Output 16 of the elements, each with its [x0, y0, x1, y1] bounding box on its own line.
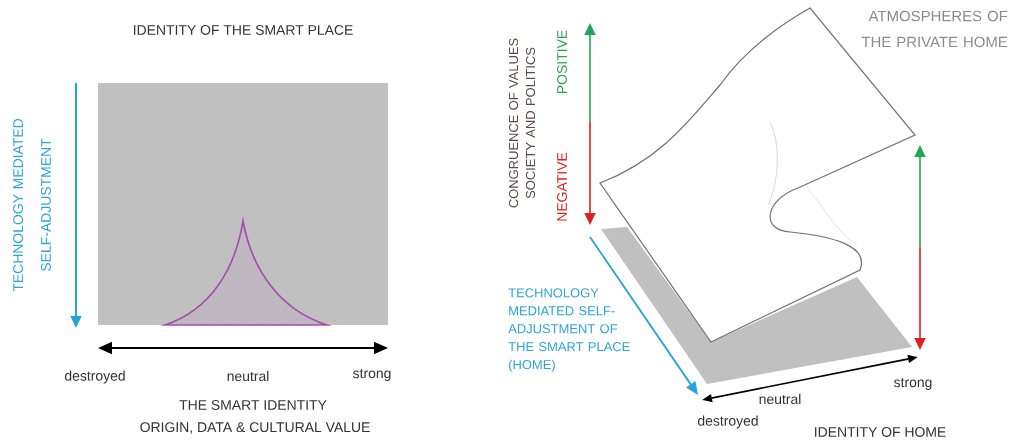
scale-label: neutral [759, 393, 801, 405]
axis-label: TECHNOLOGY MEDIATED SELF-ADJUSTMENT OF THE SMART PLACE (HOME) [508, 288, 630, 372]
panel-title: IDENTITY OF THE SMART PLACE [134, 25, 353, 35]
scale-label: POSITIVE [557, 30, 567, 93]
axis-label: THE SMART IDENTITY [179, 400, 327, 410]
axis-label: TECHNOLOGY MEDIATED SELF-ADJUSTMENT [13, 119, 51, 292]
scale-label: destroyed [64, 370, 125, 384]
scale-label: strong [894, 378, 932, 390]
axis-label: CONGRUENCE OF VALUES SOCIETY AND POLITICS [508, 38, 536, 208]
scale-label: neutral [227, 370, 269, 382]
axis-label: ORIGIN, DATA & CULTURAL VALUE [140, 422, 370, 434]
panel-title: ATMOSPHERES OF THE PRIVATE HOME [861, 10, 1008, 48]
scale-label: strong [353, 369, 391, 381]
scale-label: destroyed [697, 415, 758, 429]
axis-label: IDENTITY OF HOME [815, 427, 946, 437]
scale-label: NEGATIVE [557, 152, 567, 221]
